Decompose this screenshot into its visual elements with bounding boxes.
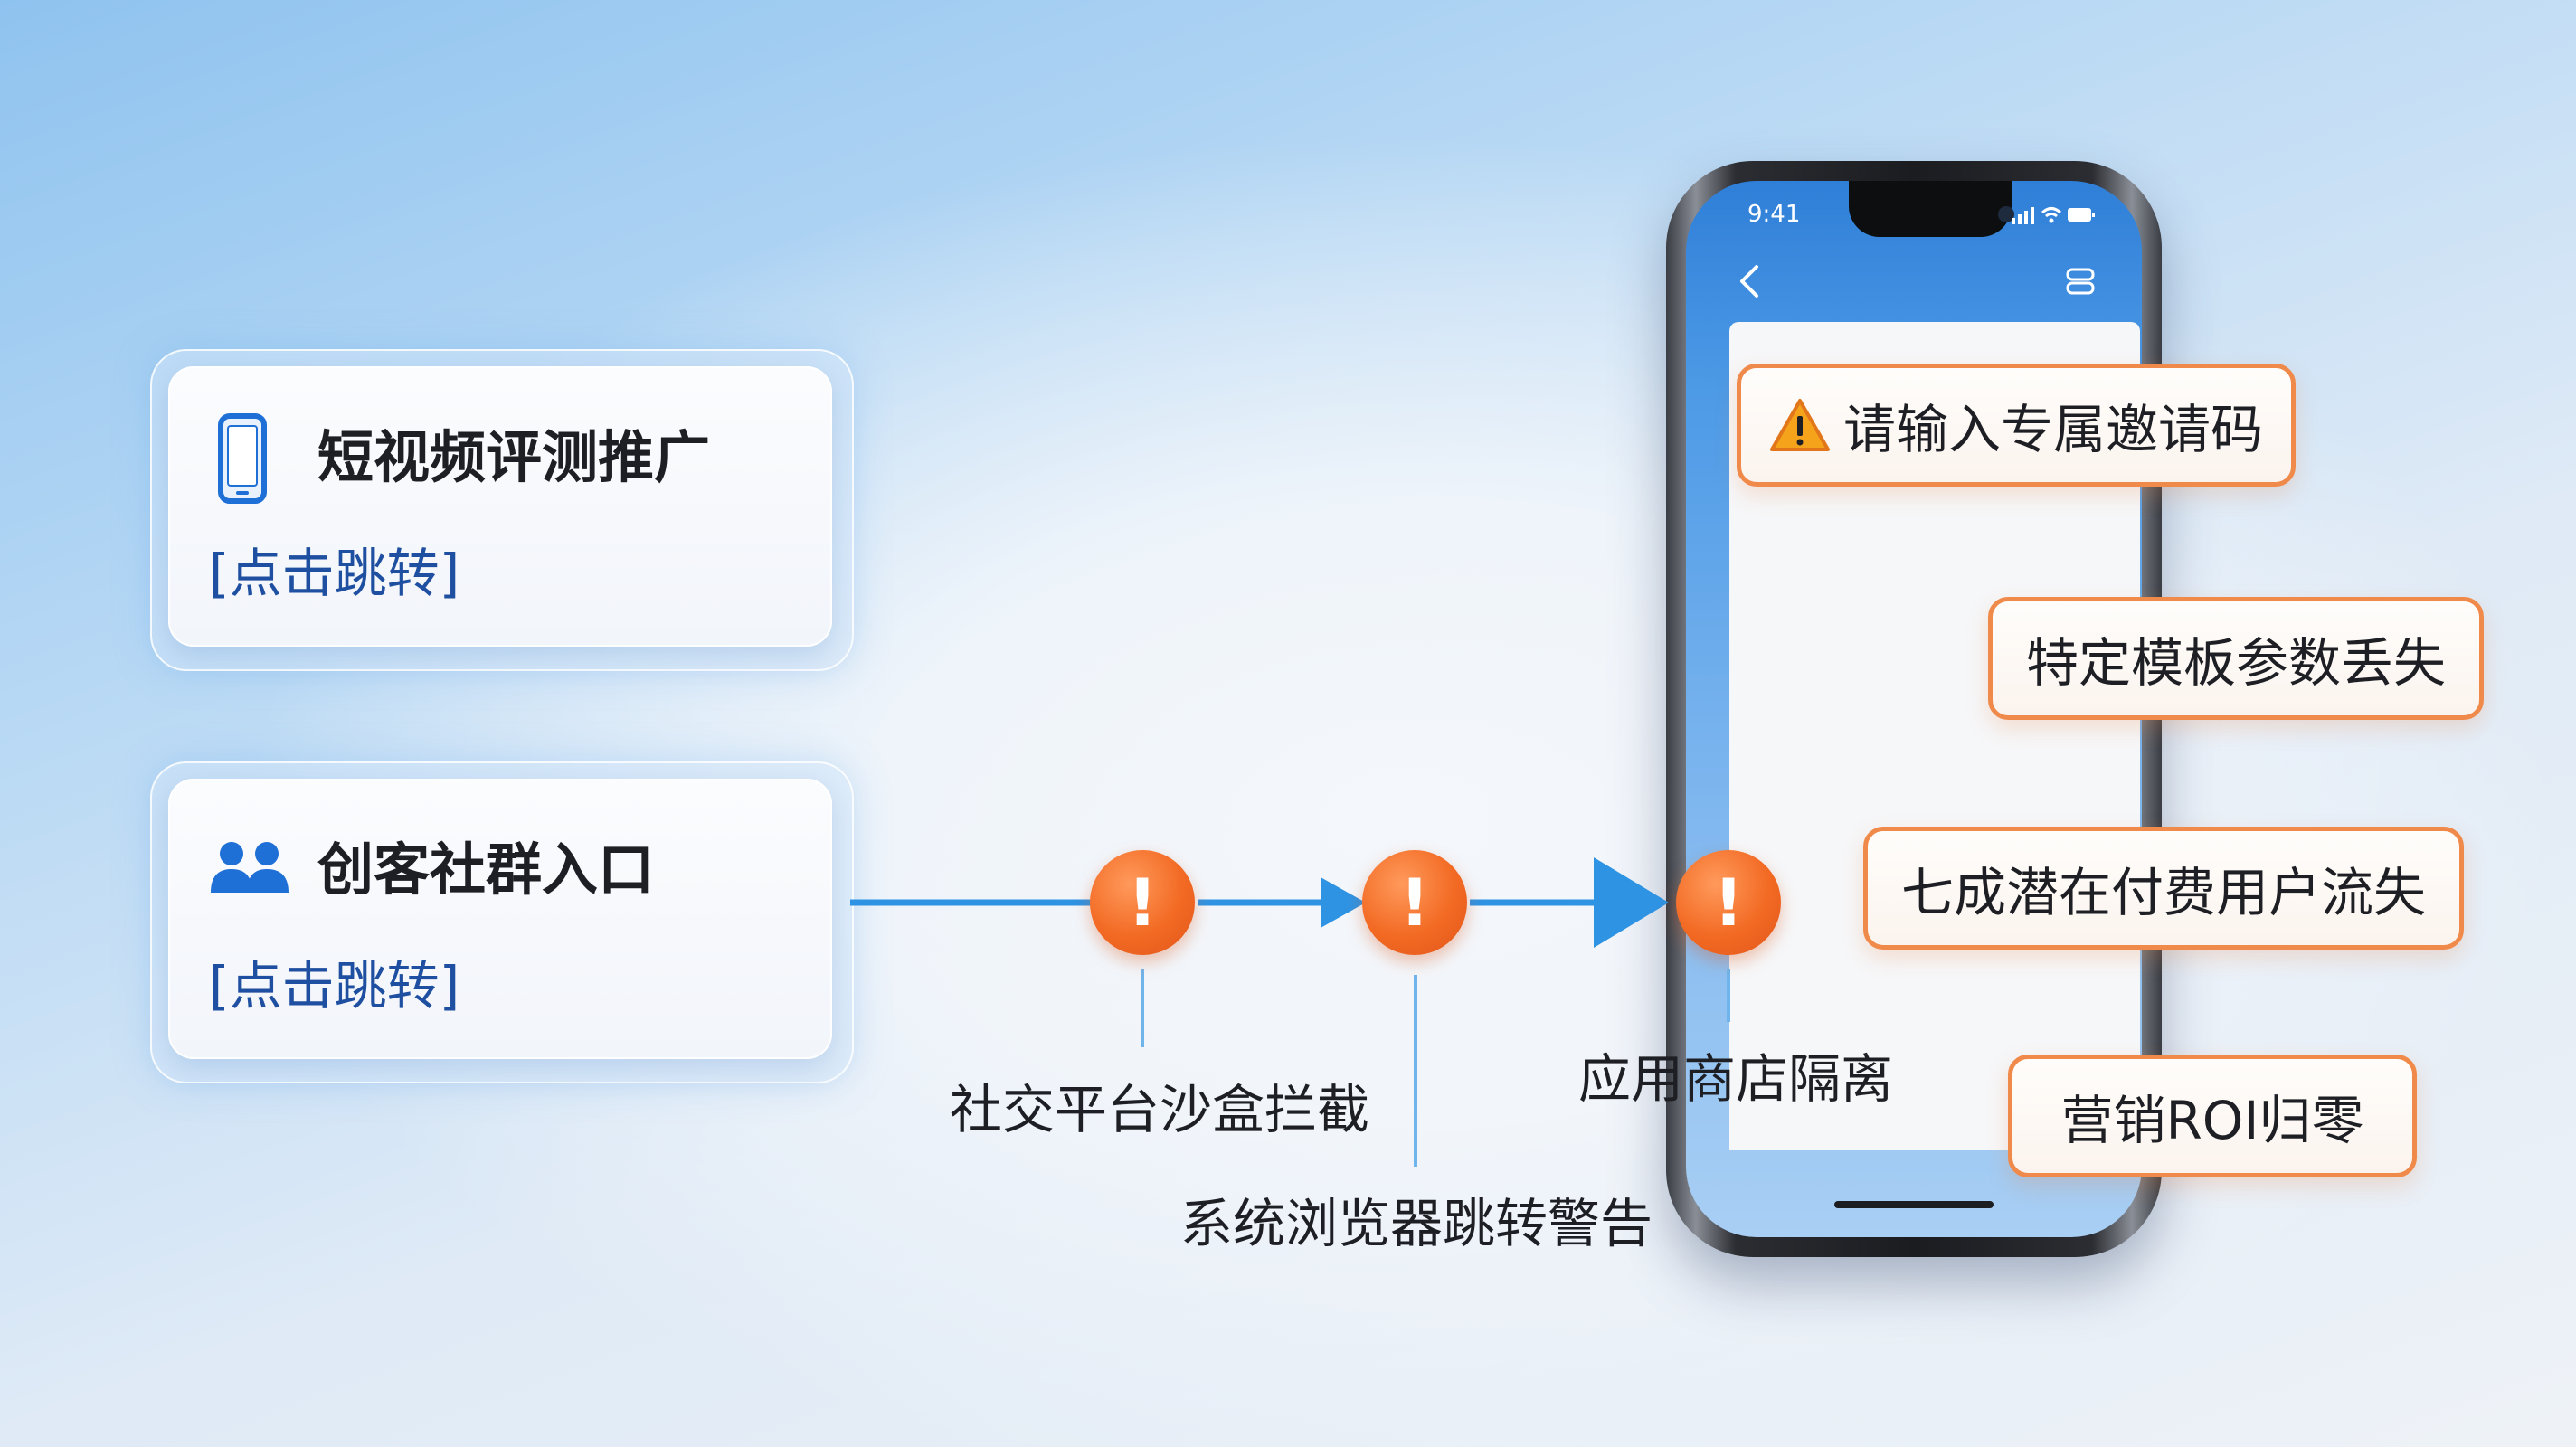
consequence-text: 请输入专属邀请码: [1842, 399, 2263, 460]
back-chevron-icon[interactable]: [1738, 264, 1760, 302]
consequence-param-loss: 特定模板参数丢失: [1988, 597, 2484, 720]
jump-link[interactable]: [点击跳转]: [209, 543, 460, 604]
consequence-text: 营销ROI归零: [2060, 1090, 2364, 1151]
step-label-browser-warning: 系统浏览器跳转警告: [1180, 1193, 1653, 1254]
wifi-icon: [2041, 207, 2062, 218]
step-label-app-store: 应用商店隔离: [1578, 1048, 1894, 1110]
alert-icon: !: [1362, 850, 1467, 955]
leader-line: [1141, 969, 1730, 1167]
consequence-text: 特定模板参数丢失: [2025, 632, 2446, 694]
phone-notch: [1849, 181, 2012, 237]
consequence-user-churn: 七成潜在付费用户流失: [1863, 827, 2464, 950]
source-card-community[interactable]: 创客社群入口 [点击跳转]: [168, 779, 832, 1059]
step-label-sandbox: 社交平台沙盒拦截: [950, 1079, 1370, 1140]
alert-icon: !: [1676, 850, 1781, 955]
consequence-invite-code: 请输入专属邀请码: [1737, 364, 2296, 487]
status-icons: [2012, 204, 2095, 228]
jump-link[interactable]: [点击跳转]: [209, 955, 460, 1017]
signal-icon: [2012, 207, 2034, 224]
menu-icon[interactable]: [2066, 268, 2095, 298]
arrow-head-large: [1594, 857, 1669, 948]
consequence-roi-zero: 营销ROI归零: [2008, 1055, 2417, 1177]
status-time: 9:41: [1747, 201, 1801, 228]
source-card-short-video[interactable]: 短视频评测推广 [点击跳转]: [168, 366, 832, 647]
source-title: 短视频评测推广: [317, 424, 711, 490]
source-title: 创客社群入口: [317, 837, 655, 903]
arrow-head-small: [1321, 877, 1366, 928]
consequence-text: 七成潜在付费用户流失: [1900, 862, 2426, 923]
phone-icon: [218, 413, 267, 507]
home-indicator: [1834, 1201, 1994, 1208]
group-users-icon: [209, 840, 290, 898]
battery-icon: [2068, 208, 2095, 222]
warning-triangle-icon: [1769, 398, 1831, 452]
camera-icon: [1998, 206, 2014, 222]
alert-icon: !: [1090, 850, 1195, 955]
